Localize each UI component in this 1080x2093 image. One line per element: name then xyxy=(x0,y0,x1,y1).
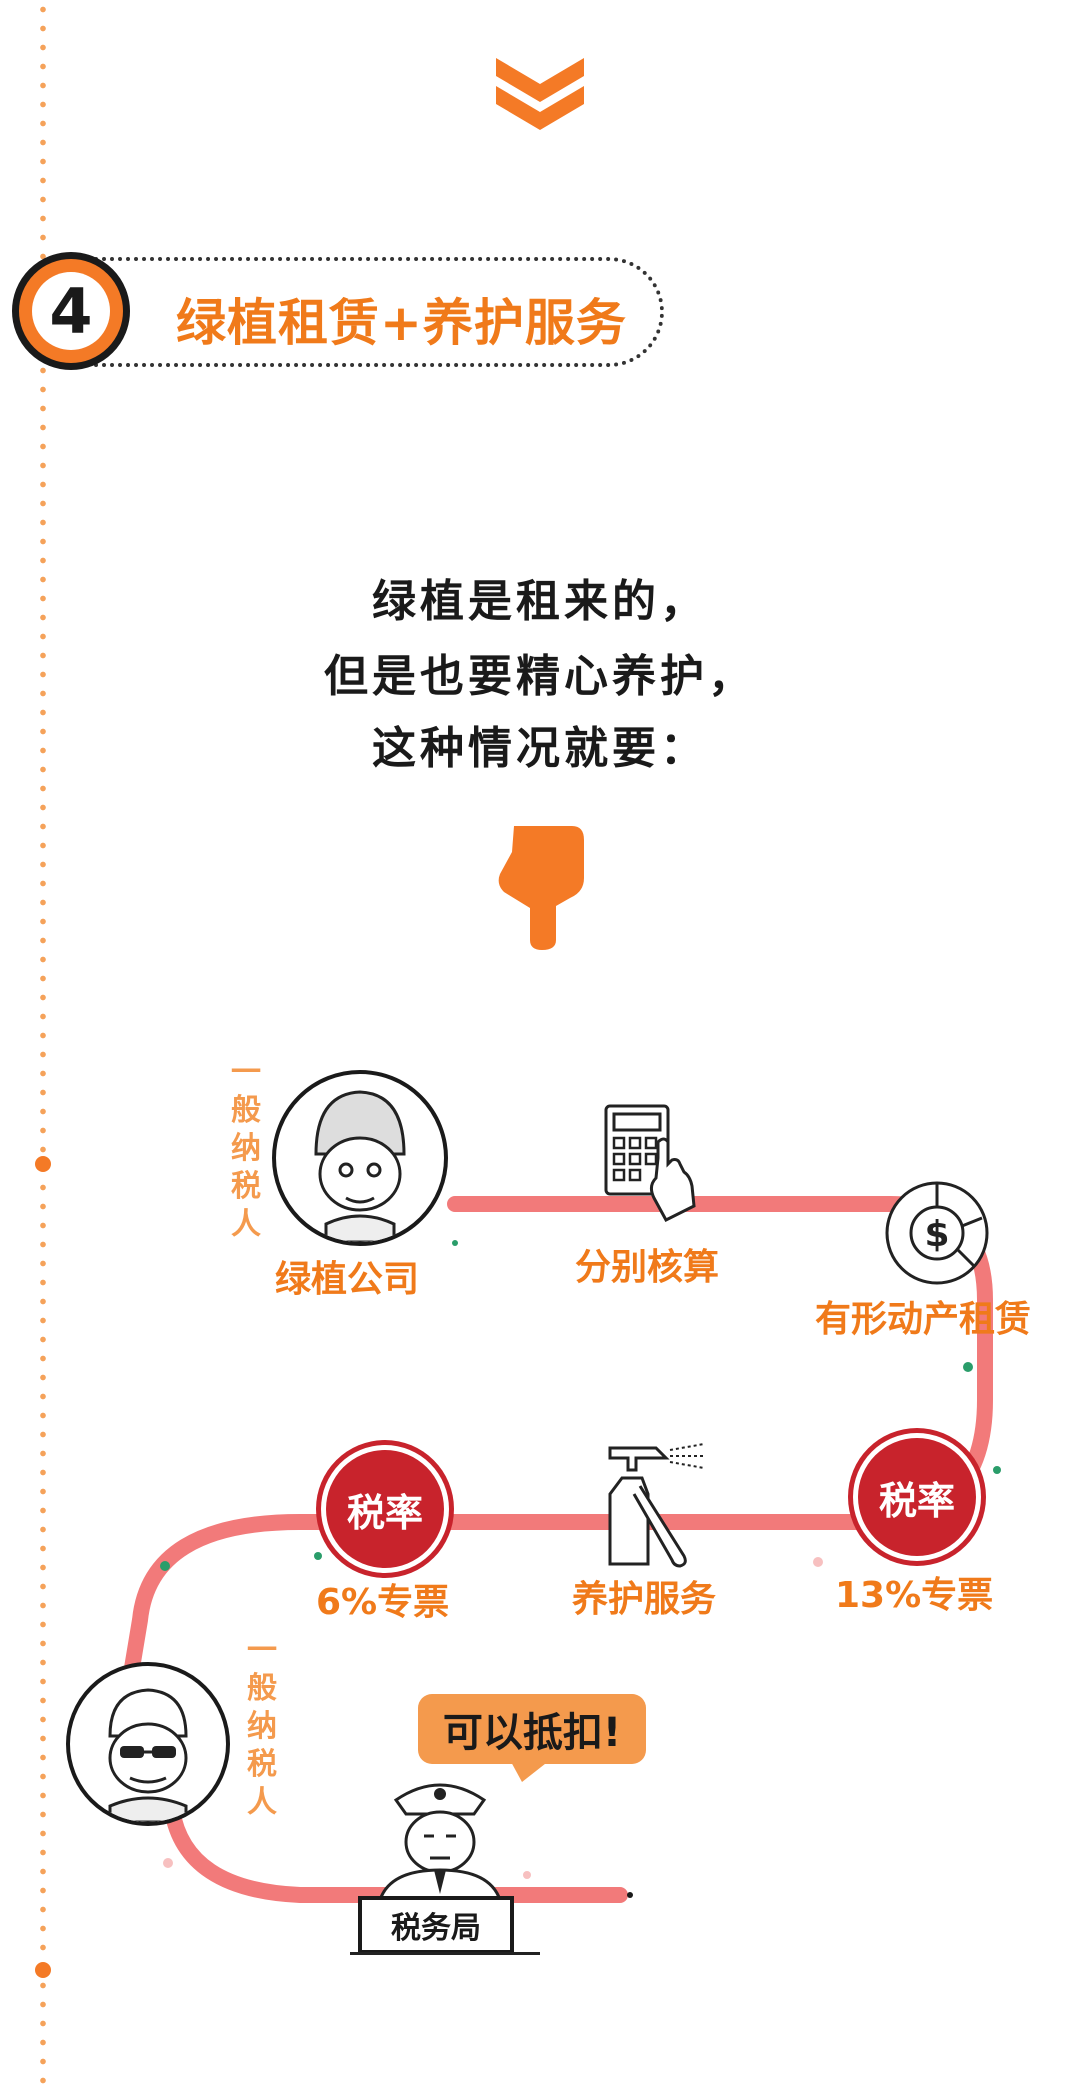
section-title-frame xyxy=(88,257,664,367)
dollar-pie-icon: $ xyxy=(885,1181,989,1285)
tax-bureau-sign: 税务局 xyxy=(358,1896,514,1954)
intro-line-2: 但是也要精心养护， xyxy=(324,651,756,702)
dotted-timeline xyxy=(40,0,46,2093)
leasing-label: 有形动产租赁 xyxy=(815,1299,1032,1340)
speech-bubble: 可以抵扣! xyxy=(418,1694,646,1764)
tax-rate-stamp-6: 税率 xyxy=(326,1450,444,1568)
pointing-hand-icon xyxy=(498,826,584,950)
intro-line-3: 这种情况就要： xyxy=(372,723,708,774)
maintenance-label: 养护服务 xyxy=(572,1579,717,1620)
seller-avatar xyxy=(272,1070,448,1246)
section-number: 4 xyxy=(32,272,110,350)
seller-label: 绿植公司 xyxy=(275,1259,420,1300)
timeline-dot xyxy=(35,1156,51,1172)
rate-6-label: 6%专票 xyxy=(316,1582,450,1623)
section-number-badge: 4 xyxy=(12,252,130,370)
spray-bottle-icon xyxy=(608,1443,706,1568)
double-chevron-down-icon xyxy=(496,58,584,130)
intro-line-1: 绿植是租来的， xyxy=(372,576,708,627)
tax-rate-stamp-13: 税率 xyxy=(858,1438,976,1556)
svg-text:$: $ xyxy=(924,1214,949,1255)
calculator-icon xyxy=(604,1104,696,1222)
section-title: 绿植租赁+养护服务 xyxy=(176,294,627,352)
tax-officer-illustration xyxy=(378,1783,502,1900)
separate-accounting-label: 分别核算 xyxy=(575,1247,720,1288)
buyer-avatar xyxy=(66,1662,230,1826)
speech-bubble-tail xyxy=(510,1760,550,1782)
seller-role: 一般纳税人 xyxy=(231,1055,261,1242)
desk-line xyxy=(350,1952,540,1955)
timeline-dot xyxy=(35,1962,51,1978)
rate-13-label: 13%专票 xyxy=(835,1575,994,1616)
buyer-role: 一般纳税人 xyxy=(247,1633,277,1820)
